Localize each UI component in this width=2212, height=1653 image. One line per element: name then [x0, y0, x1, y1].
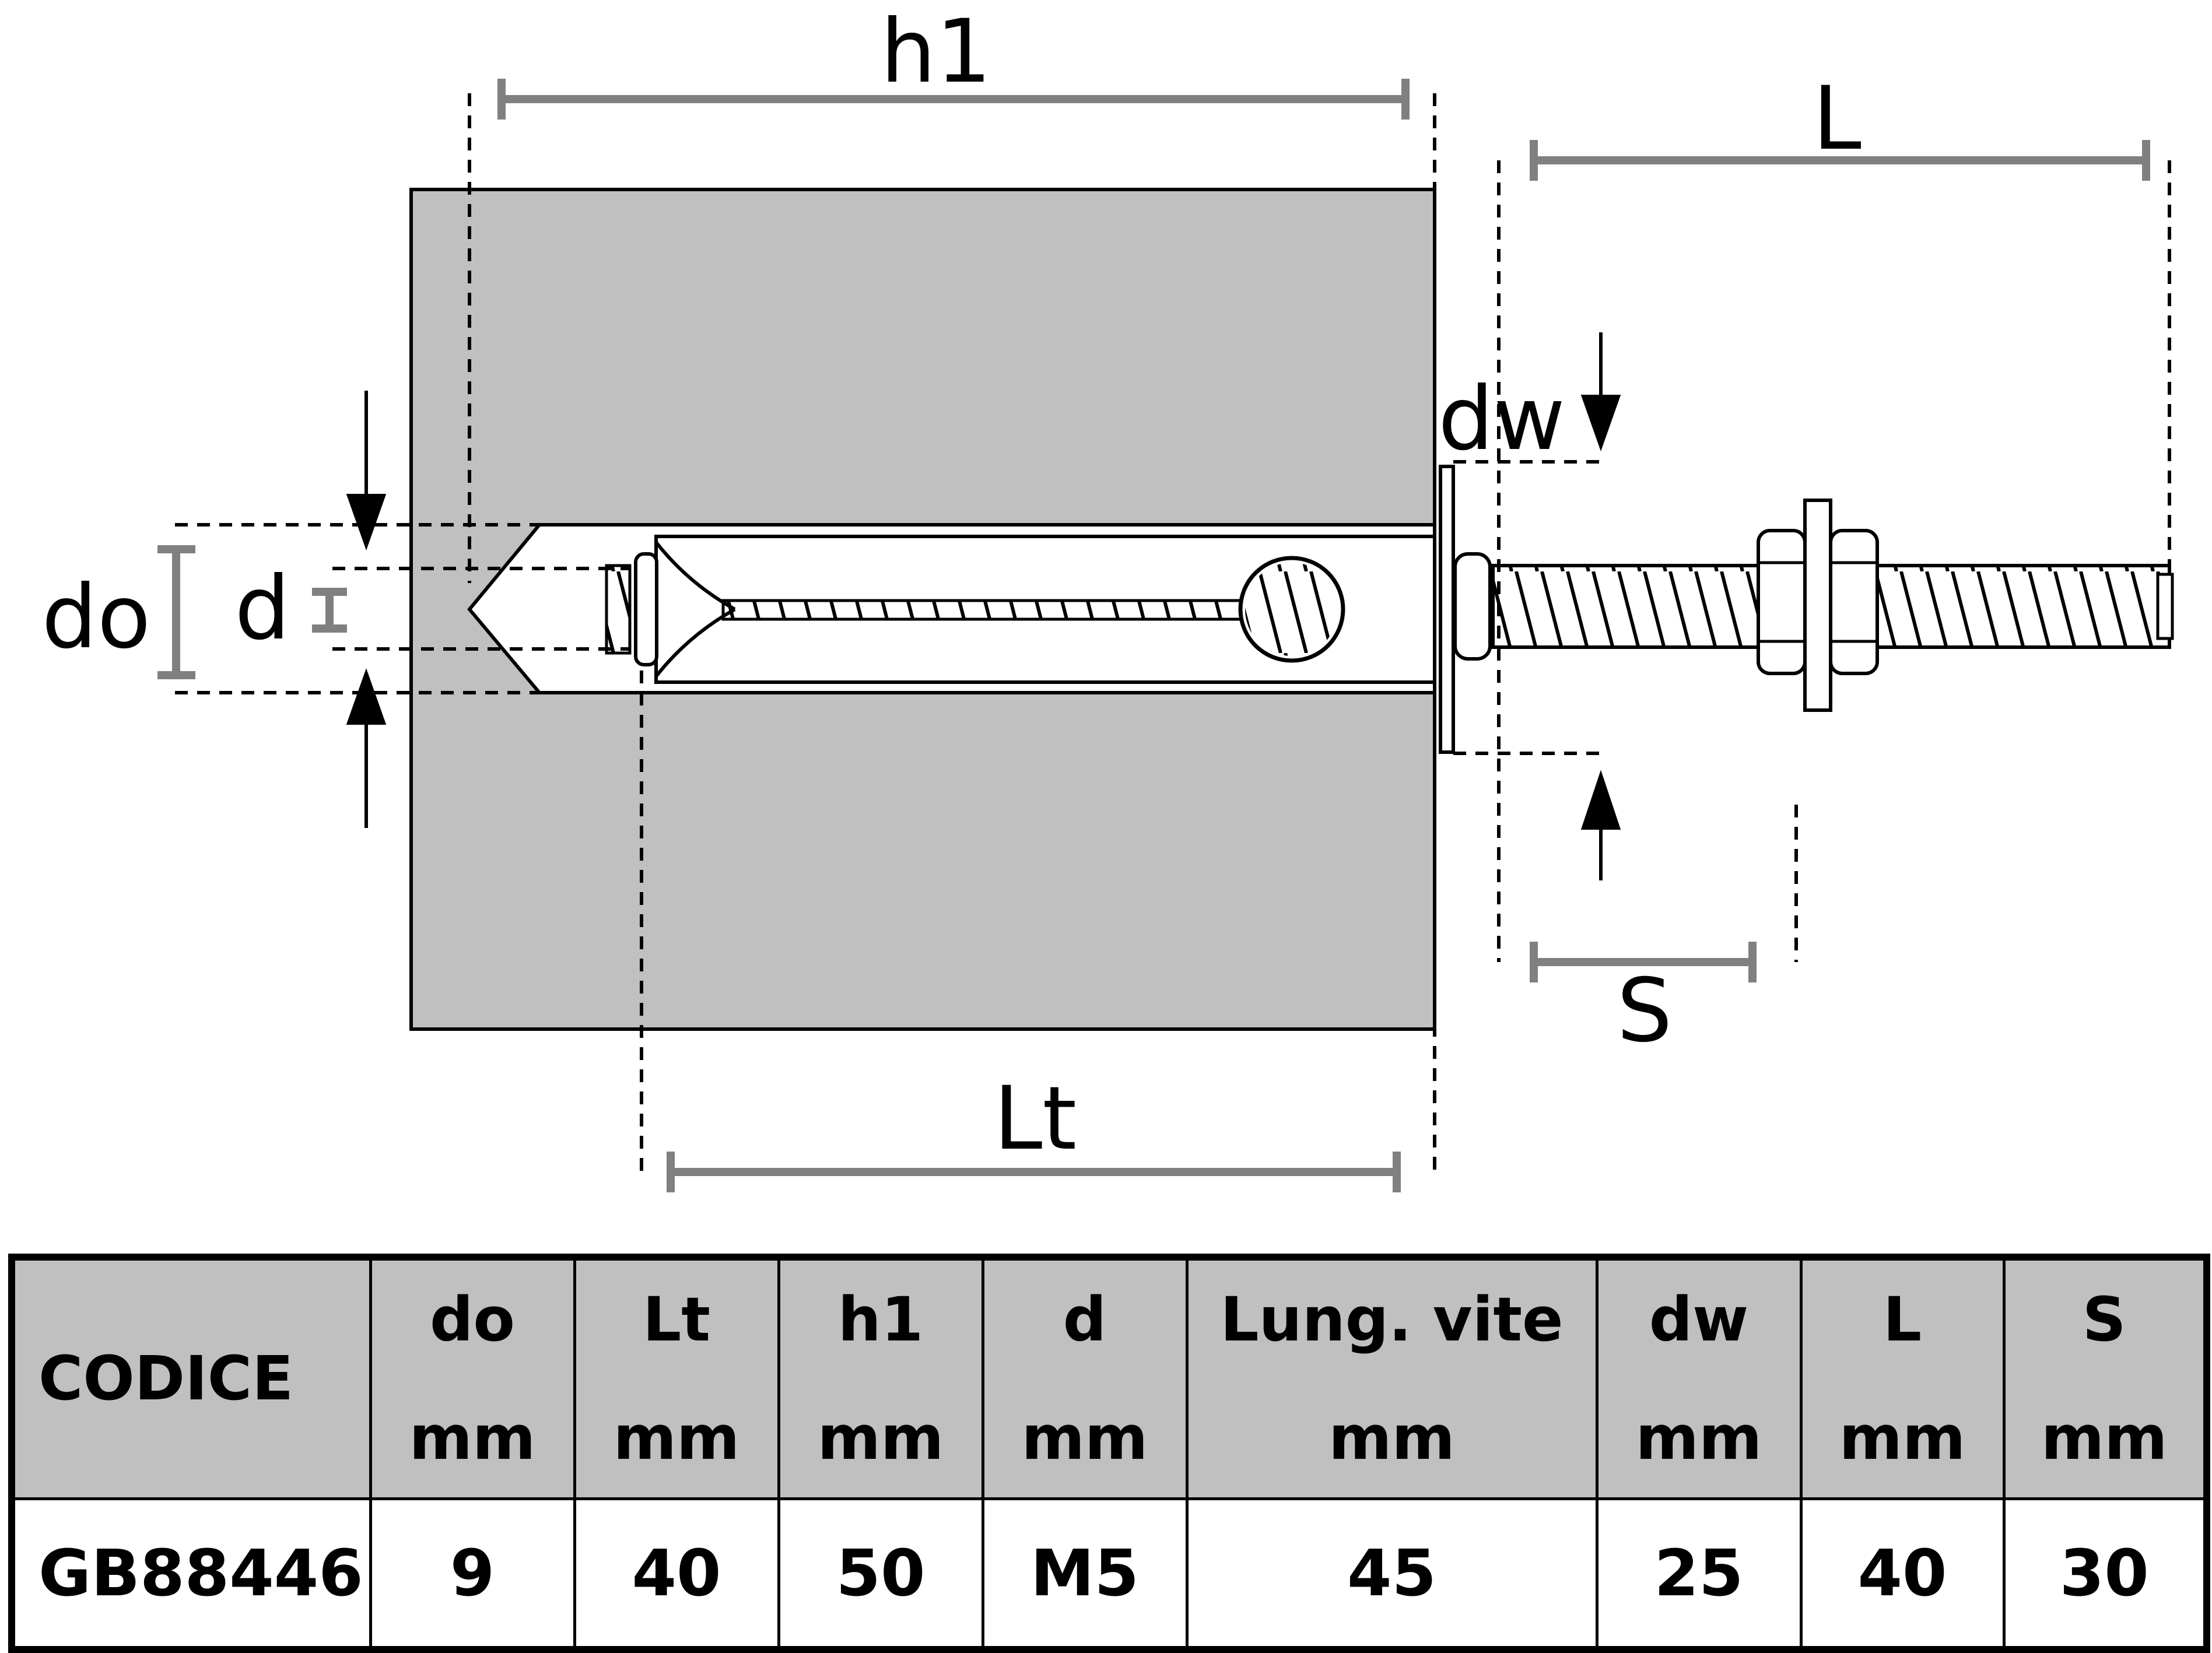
- cell-lung-vite: 45: [1185, 1497, 1598, 1651]
- label-Lt: Lt: [994, 1068, 1077, 1170]
- cell-dw: 25: [1595, 1497, 1803, 1651]
- cell-d: M5: [981, 1497, 1189, 1651]
- nut-assembly: [1757, 499, 1879, 712]
- label-L: L: [1813, 68, 1862, 170]
- cell-codice: GB88446: [10, 1497, 372, 1651]
- label-d: d: [234, 558, 290, 659]
- dimension-lines: [157, 79, 2150, 1192]
- cell-do: 9: [369, 1497, 576, 1651]
- collar: [1453, 552, 1492, 661]
- washer-plate: [1439, 465, 1455, 754]
- extension-lines: [175, 93, 2171, 1172]
- cell-l: 40: [1799, 1497, 2006, 1651]
- label-S: S: [1617, 960, 1672, 1062]
- cell-s: 30: [2002, 1497, 2209, 1651]
- cell-h1: 50: [777, 1497, 984, 1651]
- label-dw: dw: [1438, 368, 1565, 470]
- label-do: do: [42, 567, 151, 668]
- cell-lt: 40: [573, 1497, 780, 1651]
- table-row: GB88446 9 40 50 M5 45 25 40 30: [10, 1497, 2209, 1651]
- header-codice: CODICE: [10, 1255, 372, 1500]
- label-h1: h1: [881, 1, 992, 103]
- dimension-arrows: [346, 332, 1621, 880]
- anchor-technical-drawing: h1 L dw do d S Lt: [42, 1, 2174, 1192]
- internal-screw: [721, 556, 1345, 663]
